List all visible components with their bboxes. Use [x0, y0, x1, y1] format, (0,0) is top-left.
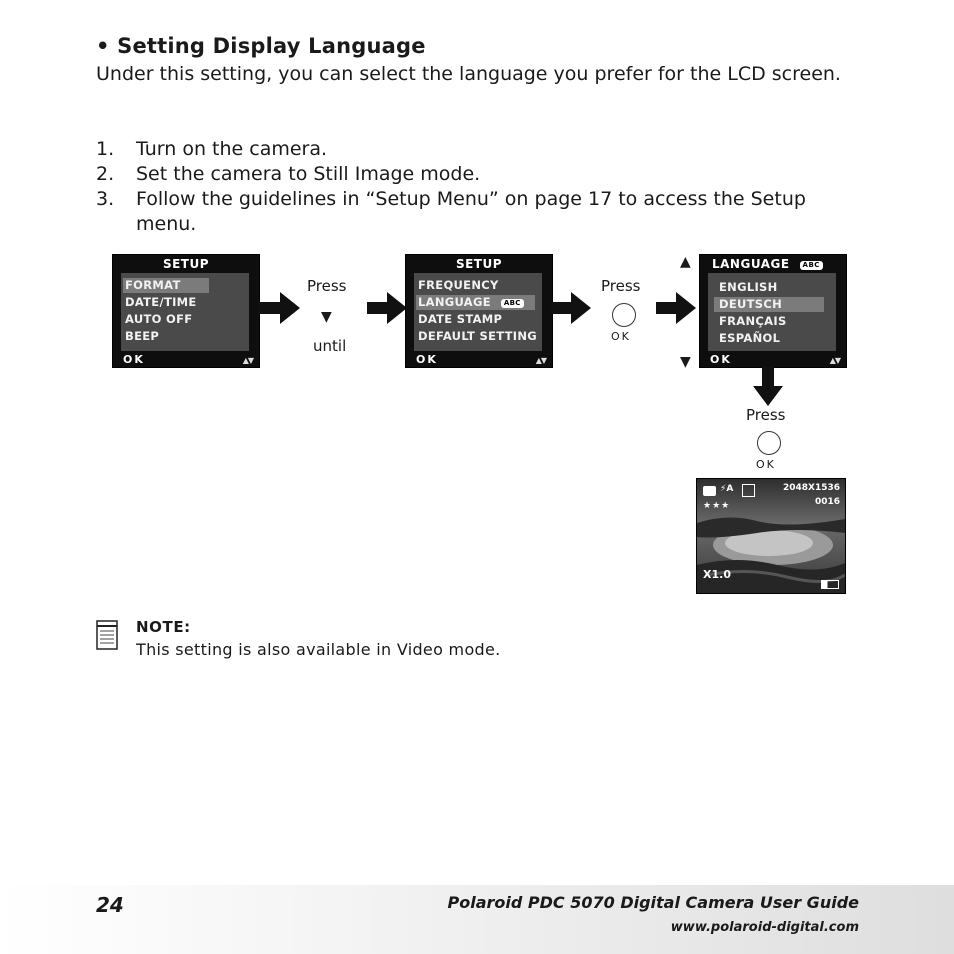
step-item: 2.Set the camera to Still Image mode. [96, 163, 481, 185]
language-option-francais: FRANÇAIS [719, 314, 787, 328]
note-title: NOTE: [136, 618, 191, 636]
page-number: 24 [96, 893, 124, 917]
screen-title: SETUP [162, 257, 210, 271]
menu-item-default-setting: DEFAULT SETTING [418, 329, 538, 343]
section-heading: • Setting Display Language [96, 34, 426, 58]
shot-count: 0016 [814, 497, 840, 507]
ok-button-label: OK [756, 458, 776, 471]
up-down-icon: ▲▼ [829, 356, 841, 365]
flash-auto-icon: ⚡A [720, 484, 734, 494]
steps-list: 1.Turn on the camera. 2.Set the camera t… [96, 137, 860, 237]
until-label: until [313, 337, 347, 355]
zoom-level: X1.0 [703, 568, 731, 581]
white-balance-icon [742, 484, 755, 497]
page-footer [0, 885, 954, 954]
quality-stars: ★★★ [703, 501, 731, 511]
language-option-espanol: ESPAÑOL [719, 331, 781, 345]
menu-item-auto-off: AUTO OFF [125, 312, 193, 326]
camera-icon [703, 486, 716, 496]
menu-item-frequency: FREQUENCY [418, 278, 499, 292]
abc-badge: ABC [799, 261, 823, 270]
notepad-icon [96, 620, 118, 650]
up-down-icon: ▲▼ [242, 356, 254, 365]
ok-button-icon [612, 303, 636, 327]
menu-item-format: FORMAT [123, 278, 209, 293]
step-item: 1.Turn on the camera. [96, 138, 328, 160]
abc-badge: ABC [500, 299, 524, 308]
resolution-label: 2048X1536 [782, 483, 840, 493]
down-arrow-icon: ▼ [680, 354, 691, 370]
press-label: Press [746, 406, 786, 424]
step-text: Set the camera to Still Image mode. [136, 163, 481, 185]
right-arrow-icon [367, 292, 407, 324]
menu-item-date-stamp: DATE STAMP [418, 312, 503, 326]
language-option-english: ENGLISH [719, 280, 778, 294]
right-arrow-icon [258, 292, 300, 324]
step-text: Follow the guidelines in “Setup Menu” on… [136, 188, 806, 235]
down-arrow-icon: ▼ [321, 309, 332, 325]
language-option-deutsch: DEUTSCH [714, 297, 824, 312]
landscape-photo [697, 479, 845, 593]
ok-label: OK [416, 353, 438, 366]
battery-icon [821, 580, 839, 589]
right-arrow-icon [656, 292, 696, 324]
up-down-icon: ▲▼ [535, 356, 547, 365]
press-label: Press [307, 277, 347, 295]
setup-screen-1: SETUP FORMAT DATE/TIME AUTO OFF BEEP OK … [112, 254, 260, 368]
camera-preview-image: ⚡A 2048X1536 0016 ★★★ X1.0 [696, 478, 846, 594]
right-arrow-icon [551, 292, 591, 324]
down-arrow-icon [753, 366, 783, 406]
guide-title: Polaroid PDC 5070 Digital Camera User Gu… [447, 893, 859, 912]
screen-title: SETUP [455, 257, 503, 271]
intro-paragraph: Under this setting, you can select the l… [96, 63, 841, 85]
up-arrow-icon: ▲ [680, 254, 691, 270]
ok-label: OK [710, 353, 732, 366]
website-url: www.polaroid-digital.com [670, 920, 859, 935]
step-item: 3.Follow the guidelines in “Setup Menu” … [96, 188, 806, 235]
ok-label: OK [123, 353, 145, 366]
step-text: Turn on the camera. [136, 138, 328, 160]
menu-item-beep: BEEP [125, 329, 160, 343]
note-text: This setting is also available in Video … [136, 640, 501, 659]
ok-button-icon [757, 431, 781, 455]
menu-item-datetime: DATE/TIME [125, 295, 197, 309]
ok-button-label: OK [611, 330, 631, 343]
press-label: Press [601, 277, 641, 295]
